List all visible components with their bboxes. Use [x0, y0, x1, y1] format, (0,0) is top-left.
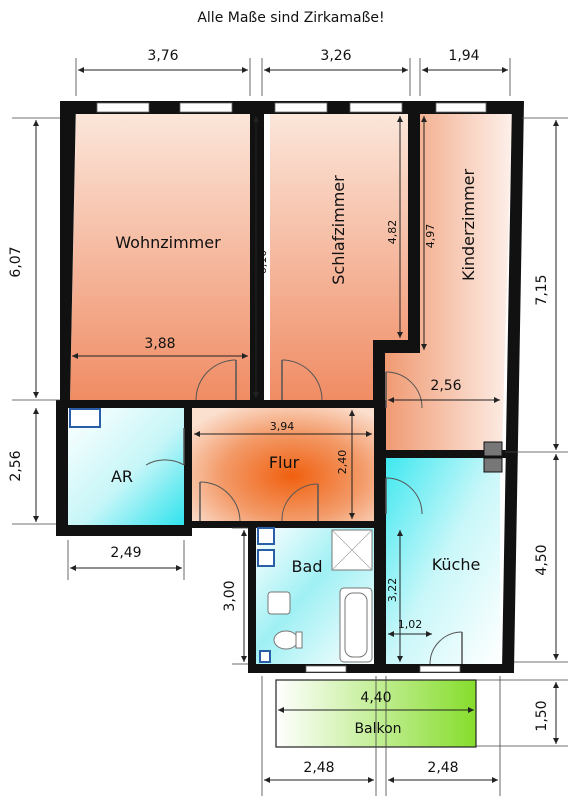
door-balkon: [429, 631, 463, 665]
dim-kinderzimmer-width: 2,56: [430, 378, 461, 394]
label-wohnzimmer: Wohnzimmer: [115, 233, 221, 252]
dim-bottom-bad: 2,48: [303, 760, 334, 776]
dim-ar-width: 2,49: [110, 545, 141, 561]
dim-top-schlafzimmer: 3,26: [320, 48, 351, 64]
kinderzimmer-fill: [385, 114, 512, 450]
shaft-kueche-2: [483, 457, 503, 473]
dim-balkon-width: 4,40: [360, 690, 391, 706]
window-kueche: [419, 665, 461, 673]
dimension-lines: [12, 58, 568, 796]
door-flur-left: [199, 481, 241, 522]
dimension-labels: 3,76 3,26 1,94 6,07 2,56 3,88 6,10 4,82 …: [8, 48, 550, 776]
door-kueche: [385, 477, 423, 515]
toilet: [273, 630, 299, 650]
shaft-bad-2: [257, 549, 275, 567]
dim-schlafzimmer-depth: 4,82: [386, 220, 399, 245]
door-ar: [145, 459, 185, 466]
door-bad: [281, 483, 319, 522]
label-flur: Flur: [269, 453, 300, 472]
window-top-2: [179, 102, 233, 113]
dim-flur-width: 3,94: [270, 420, 295, 433]
bath-fixtures: [267, 529, 373, 663]
label-balkon: Balkon: [354, 721, 401, 737]
dim-right-balkon: 1,50: [534, 700, 550, 731]
dim-kueche-niche: 1,02: [398, 618, 423, 631]
plan-title: Alle Maße sind Zirkamaße!: [197, 10, 384, 26]
dim-right-kueche: 4,50: [534, 544, 550, 575]
flur-fill: [192, 408, 374, 521]
doors: [145, 359, 463, 665]
shaft-bad-3: [259, 650, 271, 663]
window-top-5: [435, 102, 487, 113]
dim-right-kinderzimmer: 7,15: [534, 274, 550, 305]
ventilation-shafts: [69, 408, 503, 663]
room-labels: Wohnzimmer Schlafzimmer Kinderzimmer AR …: [111, 169, 480, 737]
label-schlafzimmer: Schlafzimmer: [329, 175, 348, 285]
dim-wohnzimmer-depth: 6,10: [256, 250, 269, 275]
dim-kueche-depth: 3,22: [386, 578, 399, 603]
label-bad: Bad: [292, 557, 323, 576]
shaft-bad-1: [257, 527, 275, 545]
door-schlafzimmer: [281, 359, 323, 401]
dim-bad-depth: 3,00: [222, 580, 238, 611]
dim-left-wohnzimmer: 6,07: [8, 246, 24, 277]
window-top-3: [274, 102, 328, 113]
window-top-1: [96, 102, 150, 113]
windows: [96, 102, 487, 673]
shaft-kueche-1: [483, 441, 503, 457]
label-kinderzimmer: Kinderzimmer: [459, 169, 478, 282]
dim-bottom-kueche: 2,48: [427, 760, 458, 776]
dim-flur-depth: 2,40: [336, 450, 349, 475]
label-ar: AR: [111, 467, 133, 486]
door-wohnzimmer: [195, 359, 237, 401]
dim-left-ar: 2,56: [8, 450, 24, 481]
wohnzimmer-fill: [70, 114, 250, 400]
dim-top-wohnzimmer: 3,76: [147, 48, 178, 64]
kueche-fill: [386, 458, 500, 664]
sink: [267, 591, 291, 615]
dim-wohnzimmer-width: 3,88: [144, 336, 175, 352]
label-kueche: Küche: [432, 555, 481, 574]
window-bad: [305, 665, 347, 673]
window-top-4: [349, 102, 403, 113]
schlafzimmer-fill: [270, 114, 412, 400]
dim-kinderzimmer-depth: 4,97: [424, 224, 437, 249]
shaft-ar: [69, 408, 101, 428]
dim-top-kinderzimmer: 1,94: [448, 48, 479, 64]
